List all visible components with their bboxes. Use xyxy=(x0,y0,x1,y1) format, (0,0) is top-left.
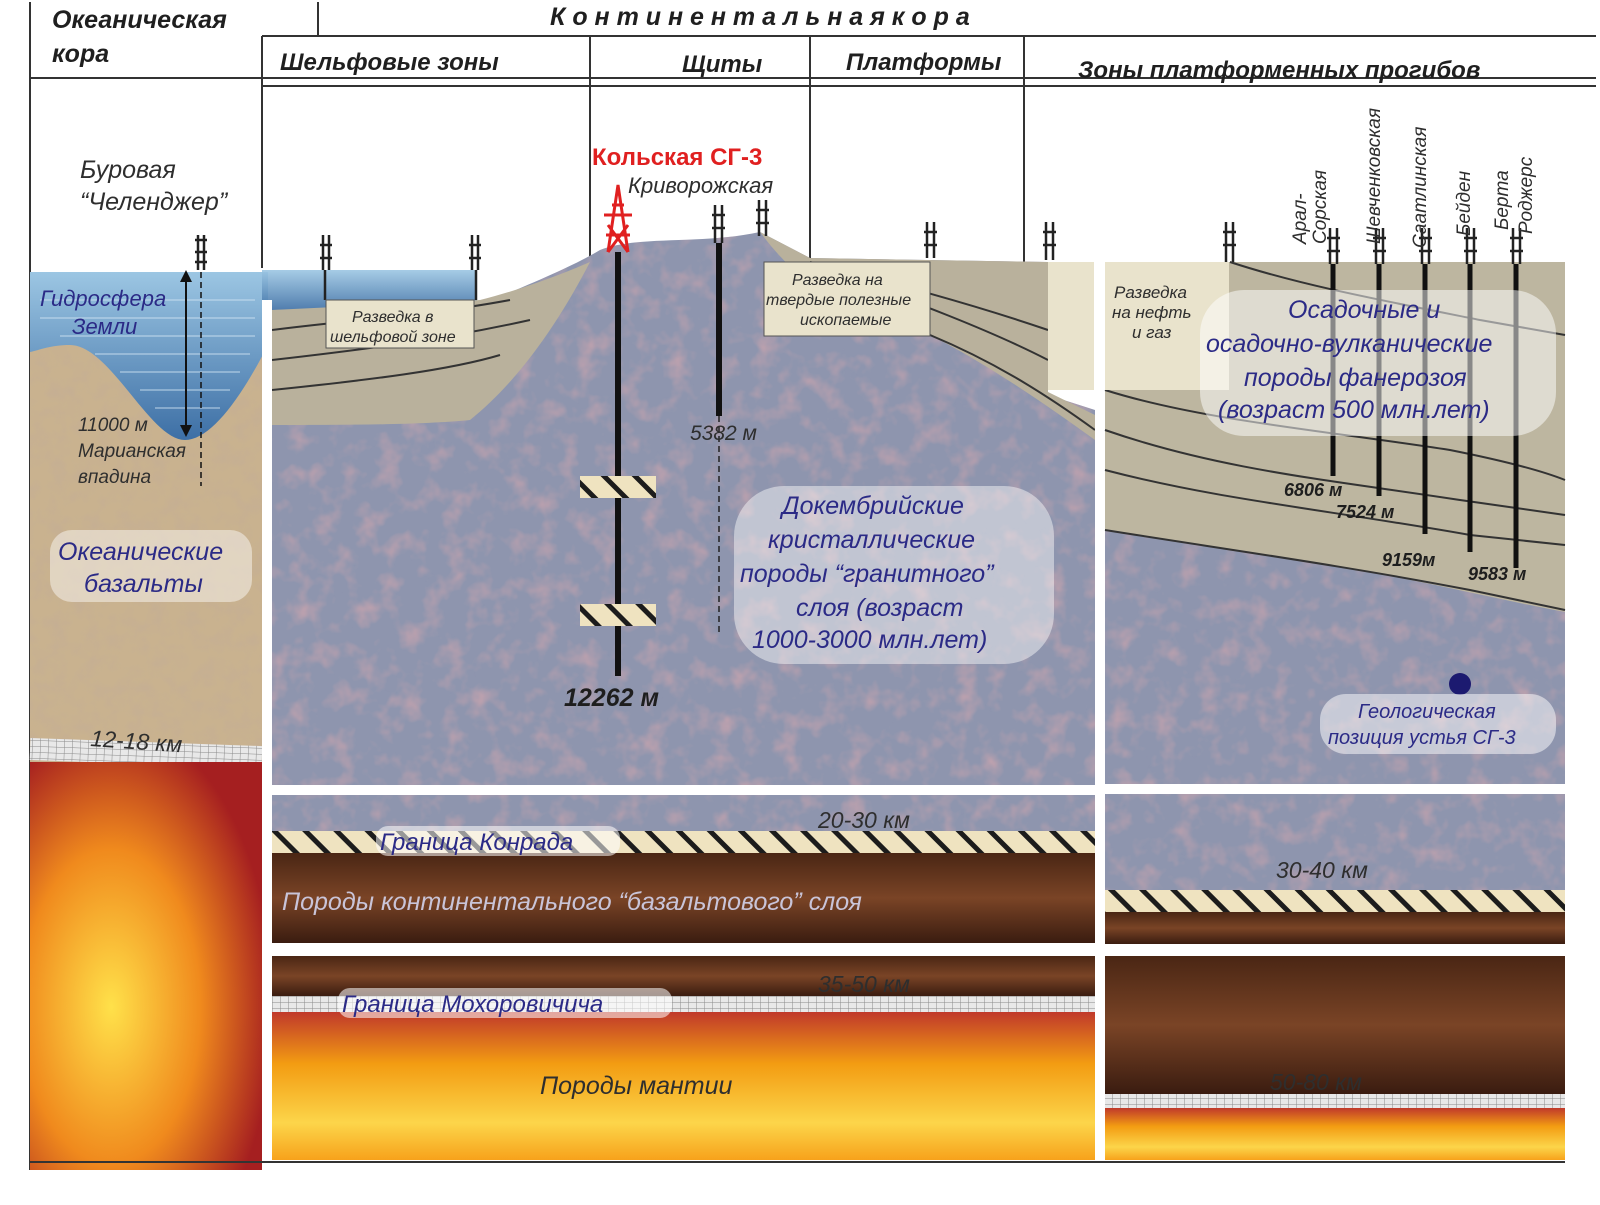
oceanic-basalts-label-2: базальты xyxy=(84,570,203,598)
sedimentary-label-1: Осадочные и xyxy=(1288,296,1440,324)
precambrian-label-5: 1000-3000 млн.лет) xyxy=(752,626,987,654)
kriv-rig-icons xyxy=(712,200,769,243)
kriv-depth: 5382 м xyxy=(690,422,757,445)
shelf-exploration-label-1: Разведка в xyxy=(352,309,433,326)
kola-depth: 12262 м xyxy=(564,684,659,712)
challenger-label-2: “Челенджер” xyxy=(80,188,229,216)
precambrian-bubble xyxy=(734,486,1054,664)
challenger-rig-icon xyxy=(195,235,207,270)
kola-hatch-2 xyxy=(580,604,656,626)
well-shevchenko: Шевченковская xyxy=(1364,108,1385,244)
geo-position-bubble xyxy=(1320,694,1556,754)
trough-depth-4: 9583 м xyxy=(1468,564,1526,584)
geo-position-label-1: Геологическая xyxy=(1358,701,1496,723)
basalt-layer-label: Породы континентального “базальтового” с… xyxy=(282,888,862,916)
shelf-exploration-label-2: шельфовой зоне xyxy=(330,329,456,346)
mantle-label: Породы мантии xyxy=(540,1072,733,1100)
precambrian-label-3: породы “гранитного” xyxy=(740,560,995,588)
mariana-label-1: Марианская xyxy=(78,441,186,462)
well-beiden: Бейден xyxy=(1454,170,1475,236)
conrad-bubble xyxy=(376,826,620,856)
solid-minerals-label-2: твердые полезные xyxy=(766,292,911,309)
trough-depth-1: 6806 м xyxy=(1284,480,1342,500)
column-shields: Щиты xyxy=(682,51,763,78)
well-aral-2: Сорская xyxy=(1310,170,1331,244)
moho-bubble xyxy=(338,988,672,1018)
sg3-position-dot xyxy=(1449,673,1471,695)
kola-label: Кольская СГ-3 xyxy=(592,144,762,171)
sedimentary-label-2: осадочно-вулканические xyxy=(1206,330,1492,358)
kola-rig-icon xyxy=(604,184,632,253)
solid-minerals-label-1: Разведка на xyxy=(792,272,883,289)
right-conrad-depth: 30-40 км xyxy=(1276,857,1368,883)
right-moho-depth: 50-80 км xyxy=(1270,1069,1362,1095)
oil-gas-box-left xyxy=(1048,262,1094,390)
oil-gas-label-3: и газ xyxy=(1132,323,1171,342)
well-rogers: Роджерс xyxy=(1516,156,1537,234)
column-platforms: Платформы xyxy=(846,49,1002,76)
challenger-label-1: Буровая xyxy=(80,156,176,184)
moho-depth: 35-50 км xyxy=(818,971,910,997)
continental-middle-block xyxy=(262,232,1096,1160)
sedimentary-label-4: (возраст 500 млн.лет) xyxy=(1218,396,1490,424)
precambrian-label-1: Докембрийские xyxy=(779,492,964,520)
oceanic-crust-title-1: Океаническая xyxy=(52,6,227,34)
shelf-exploration-box xyxy=(325,299,475,349)
oil-gas-label-2: на нефть xyxy=(1112,303,1191,322)
mariana-depth: 11000 м xyxy=(78,415,148,436)
kola-hatch-1 xyxy=(580,476,656,498)
platform-rig-icons xyxy=(924,222,1236,262)
sedimentary-bubble xyxy=(1200,290,1556,436)
oil-gas-label-1: Разведка xyxy=(1114,283,1187,302)
oceanic-basalts-label-1: Океанические xyxy=(58,538,223,566)
continental-crust-title: К о н т и н е н т а л ь н а я к о р а xyxy=(550,3,970,31)
sedimentary-label-3: породы фанерозоя xyxy=(1244,364,1467,392)
conrad-depth: 20-30 км xyxy=(817,807,910,833)
ocean-crust-depth: 12-18 км xyxy=(90,725,184,757)
solid-minerals-label-3: ископаемые xyxy=(800,312,892,329)
precambrian-label-2: кристаллические xyxy=(768,526,975,554)
precambrian-label-4: слоя (возраст xyxy=(796,594,963,622)
trough-depth-3: 9159м xyxy=(1382,550,1435,570)
geo-position-label-2: позиция устья СГ-3 xyxy=(1328,727,1516,749)
basalt-label-bubble xyxy=(50,530,252,602)
moho-label: Граница Мохоровичича xyxy=(342,991,603,1018)
oceanic-column xyxy=(29,272,268,1170)
kriv-label: Криворожская xyxy=(628,173,773,198)
conrad-label: Граница Конрада xyxy=(380,829,573,856)
solid-minerals-box xyxy=(763,261,931,337)
trough-rig-icons xyxy=(1327,228,1523,264)
column-shelf: Шельфовые зоны xyxy=(280,49,499,76)
shelf-rig-icons xyxy=(320,235,481,300)
oceanic-crust-title-2: кора xyxy=(52,40,109,68)
mariana-label-2: впадина xyxy=(78,467,151,488)
trough-depth-2: 7524 м xyxy=(1336,502,1394,522)
column-troughs: Зоны платформенных прогибов xyxy=(1078,57,1480,84)
well-berta: Берта xyxy=(1492,170,1513,230)
well-aral-1: Арал- xyxy=(1290,193,1311,245)
white-separators xyxy=(262,262,1105,1170)
well-saatly: Саатлинская xyxy=(1410,127,1431,248)
hydrosphere-label-1: Гидросфера xyxy=(40,286,166,311)
hydrosphere-label-2: Земли xyxy=(72,314,137,339)
